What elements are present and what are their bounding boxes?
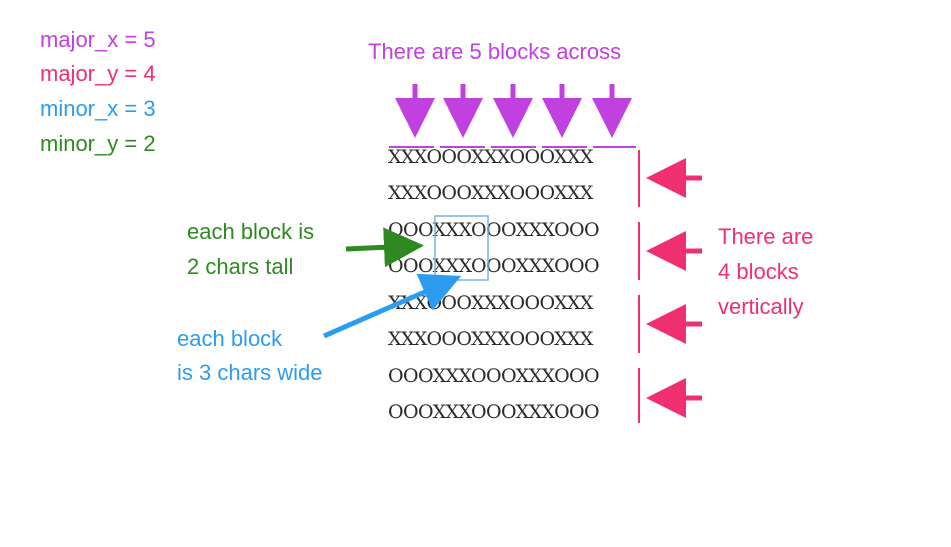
blocks-vertical-label-2: 4 blocks — [718, 259, 799, 284]
param-minor-x: minor_x = 3 — [40, 96, 156, 121]
block-width-arrow — [322, 273, 462, 339]
grid-row-6: XXXOOOXXXOOOXXX — [388, 328, 593, 350]
blocks-vertical-label-3: vertically — [718, 294, 804, 319]
grid-row-1: XXXOOOXXXOOOXXX — [388, 146, 593, 168]
single-block-outline — [434, 215, 489, 281]
grid-row-8: OOOXXXOOOXXXOOO — [388, 401, 600, 423]
block-tall-label-1: each block is — [187, 219, 315, 244]
blocks-vertical-label-1: There are — [718, 224, 814, 249]
block-tall-label-2: 2 chars tall — [187, 254, 294, 279]
param-major-y: major_y = 4 — [40, 61, 156, 86]
block-wide-label-1: each block — [177, 326, 283, 351]
grid-row-3: OOOXXXOOOXXXOOO — [388, 219, 600, 241]
block-wide-label-2: is 3 chars wide — [177, 360, 323, 385]
block-height-arrow — [345, 227, 424, 268]
grid-row-2: XXXOOOXXXOOOXXX — [388, 182, 593, 204]
param-major-x: major_x = 5 — [40, 27, 156, 52]
blocks-across-label: There are 5 blocks across — [368, 39, 622, 64]
grid-row-4: OOOXXXOOOXXXOOO — [388, 255, 600, 277]
grid-row-7: OOOXXXOOOXXXOOO — [388, 365, 600, 387]
param-minor-y: minor_y = 2 — [40, 131, 156, 156]
